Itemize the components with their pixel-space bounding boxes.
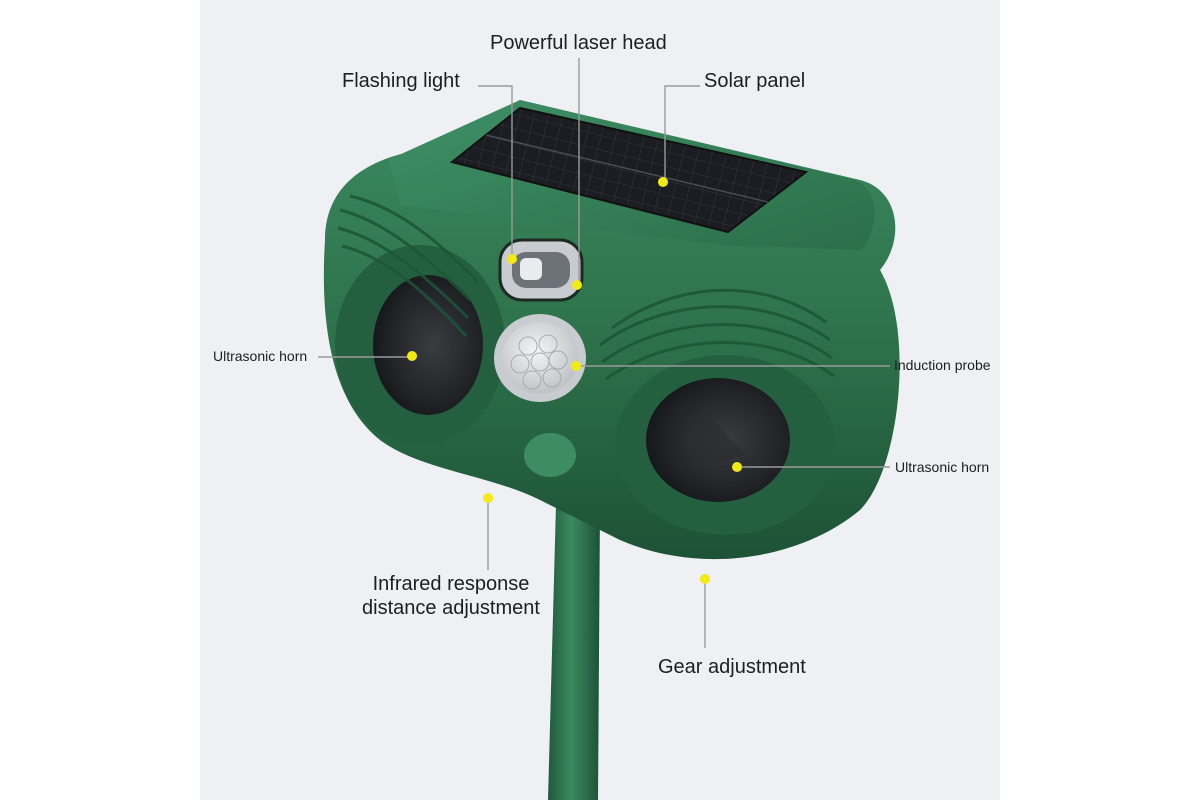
- label-laser-head: Powerful laser head: [490, 32, 667, 54]
- label-infrared-line2: distance adjustment: [362, 597, 540, 619]
- label-solar-panel: Solar panel: [704, 70, 806, 92]
- leader-lines: [318, 58, 890, 648]
- infrared-adjust-knob: [524, 433, 576, 477]
- solar-panel: [449, 106, 809, 234]
- label-induction-probe: Induction probe: [894, 357, 991, 373]
- label-infrared-line1: Infrared response: [372, 573, 530, 595]
- label-gear-adjustment: Gear adjustment: [658, 656, 806, 678]
- ground-stake: [548, 505, 600, 800]
- label-ultrasonic-horn-left: Ultrasonic horn: [213, 348, 308, 364]
- callout-dots: [407, 177, 742, 584]
- label-flashing-light: Flashing light: [342, 70, 460, 92]
- label-infrared-adjustment: Infrared response distance adjustment: [356, 572, 546, 620]
- label-ultrasonic-horn-right: Ultrasonic horn: [895, 459, 990, 475]
- left-ultrasonic-horn: [373, 275, 483, 415]
